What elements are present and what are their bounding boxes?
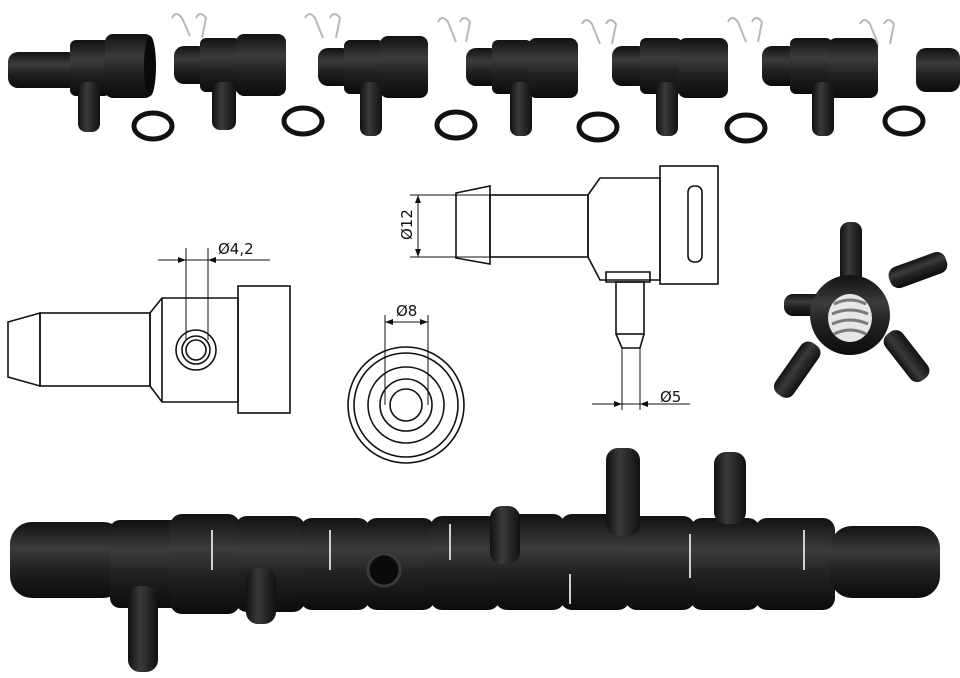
side-view-drawing: Ø4,2	[7, 240, 291, 414]
o-ring	[131, 110, 175, 142]
nozzle-diameter-label: Ø5	[660, 388, 681, 406]
front-view-drawing: Ø8	[347, 302, 465, 464]
connector-photo	[727, 17, 878, 136]
top-view-drawing: Ø5 Ø12	[398, 165, 719, 410]
ring-diameter-label: Ø8	[396, 302, 417, 320]
connector-photo	[304, 13, 428, 136]
connector-photo	[437, 17, 578, 136]
o-ring	[724, 112, 768, 144]
star-connector-photo	[773, 222, 948, 398]
connector-photo	[581, 19, 728, 136]
o-ring	[576, 111, 620, 143]
connector-photo	[859, 19, 960, 92]
connector-photo	[8, 34, 156, 132]
connector-photo	[171, 13, 286, 130]
body-diameter-label: Ø12	[398, 209, 416, 240]
fuel-rail-photo	[10, 448, 940, 672]
o-ring	[434, 109, 478, 141]
o-ring	[281, 105, 325, 137]
o-ring	[882, 105, 926, 137]
connector-row	[8, 13, 960, 144]
hole-diameter-label: Ø4,2	[218, 240, 254, 258]
